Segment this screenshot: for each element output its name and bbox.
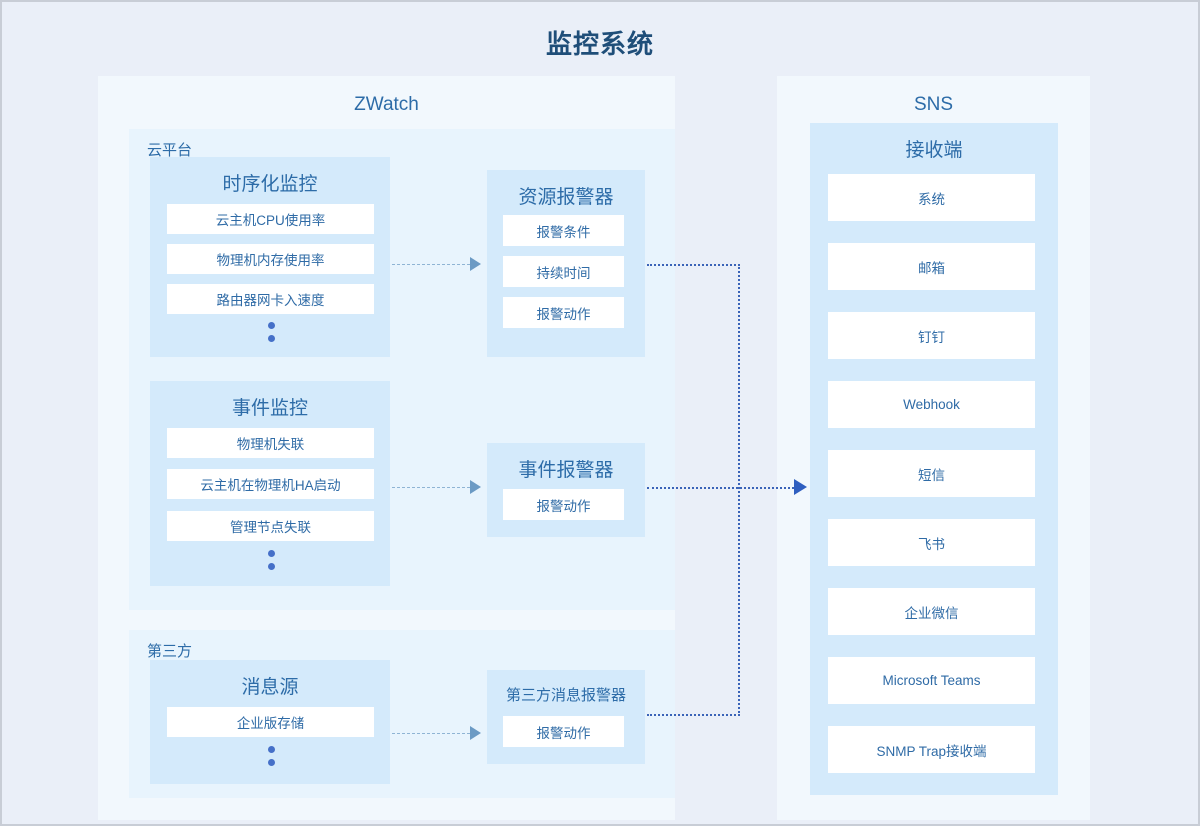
zwatch-heading: ZWatch (354, 94, 419, 115)
list-item[interactable]: 物理机内存使用率 (167, 244, 374, 274)
list-item[interactable]: 报警动作 (503, 489, 624, 520)
list-item[interactable]: 管理节点失联 (167, 511, 374, 541)
connector-third-party-alarm-to-sns (647, 714, 740, 716)
card-title-event-monitoring: 事件监控 (231, 398, 308, 419)
list-item[interactable]: 系统 (828, 174, 1035, 221)
group-label-third-party: 第三方 (147, 643, 193, 660)
card-title-third-party-alarm: 第三方消息报警器 (505, 687, 626, 704)
ellipsis-dots (266, 322, 276, 342)
list-item[interactable]: 持续时间 (503, 256, 624, 287)
arrowhead-icon (470, 480, 481, 494)
list-item[interactable]: Webhook (828, 381, 1035, 428)
card-title-receiver: 接收端 (905, 140, 963, 161)
list-item[interactable]: Microsoft Teams (828, 657, 1035, 704)
card-title-event-alarm: 事件报警器 (518, 460, 614, 481)
list-item[interactable]: 报警条件 (503, 215, 624, 246)
arrowhead-icon (470, 726, 481, 740)
list-item[interactable]: 云主机在物理机HA启动 (167, 469, 374, 499)
page-title: 监控系统 (545, 29, 654, 59)
ellipsis-dots (266, 746, 276, 766)
connector-resource-alarm-to-sns (647, 264, 740, 266)
card-title-timeseries-monitoring: 时序化监控 (222, 174, 318, 195)
list-item[interactable]: 钉钉 (828, 312, 1035, 359)
list-item[interactable]: 云主机CPU使用率 (167, 204, 374, 234)
connector-trunk-vertical (738, 264, 740, 716)
connector-message-source-to-third-party-alarm (392, 733, 470, 734)
list-item[interactable]: 路由器网卡入速度 (167, 284, 374, 314)
list-item[interactable]: SNMP Trap接收端 (828, 726, 1035, 773)
connector-timeseries-to-resource-alarm (392, 264, 470, 265)
list-item[interactable]: 邮箱 (828, 243, 1035, 290)
list-item[interactable]: 飞书 (828, 519, 1035, 566)
list-item[interactable]: 短信 (828, 450, 1035, 497)
card-title-message-source: 消息源 (241, 677, 299, 698)
list-item[interactable]: 报警动作 (503, 716, 624, 747)
list-item[interactable]: 报警动作 (503, 297, 624, 328)
connector-event-to-event-alarm (392, 487, 470, 488)
connector-event-alarm-to-sns (647, 487, 794, 489)
arrowhead-icon (470, 257, 481, 271)
card-title-resource-alarm: 资源报警器 (518, 187, 614, 208)
list-item[interactable]: 物理机失联 (167, 428, 374, 458)
arrowhead-icon (794, 479, 807, 495)
ellipsis-dots (266, 550, 276, 570)
list-item[interactable]: 企业微信 (828, 588, 1035, 635)
list-item[interactable]: 企业版存储 (167, 707, 374, 737)
sns-heading: SNS (913, 94, 954, 115)
group-label-cloud-platform: 云平台 (147, 142, 193, 159)
